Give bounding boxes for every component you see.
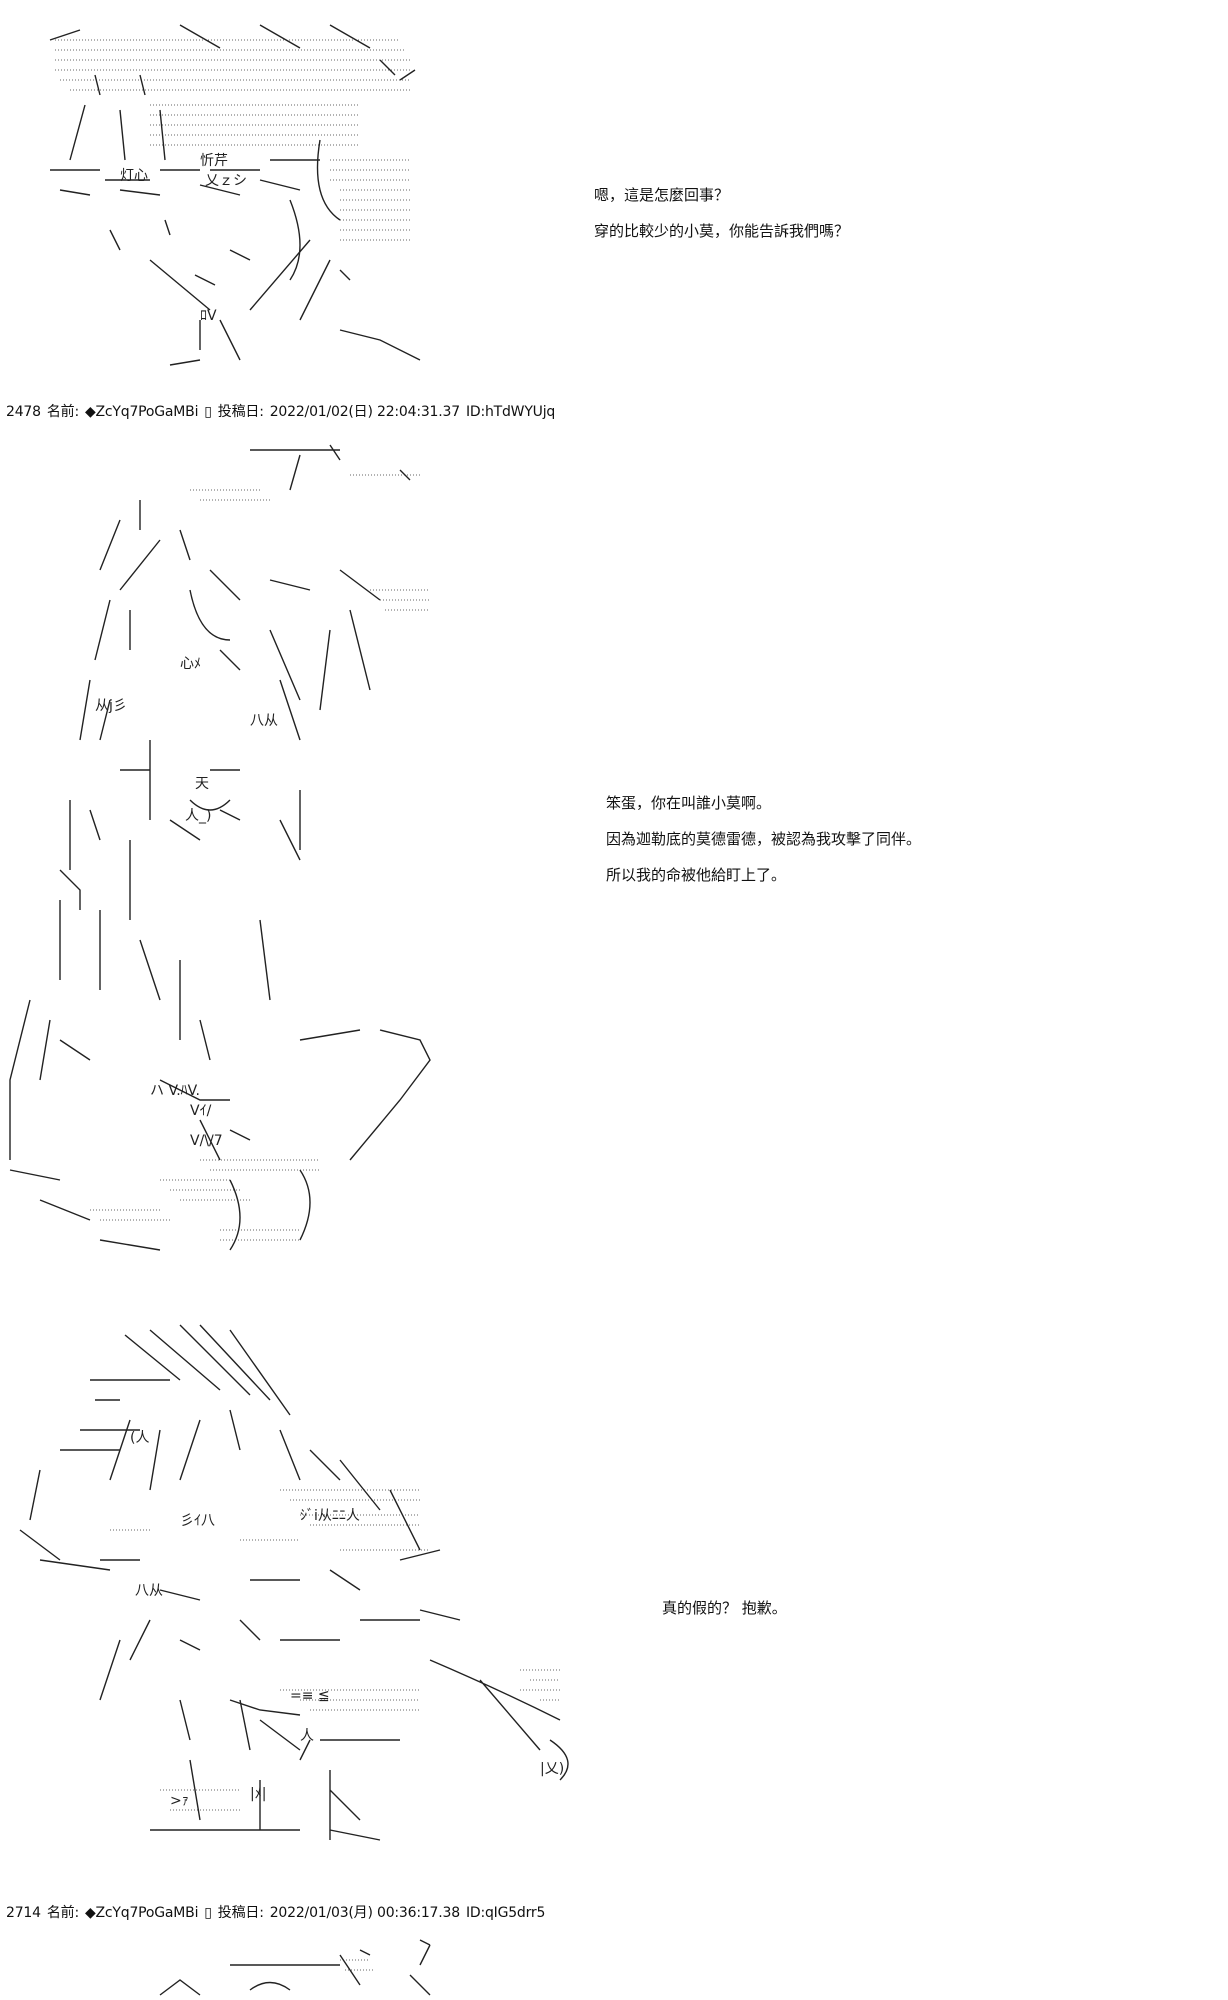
poster-name: ◆ZcYq7PoGaMBi	[84, 404, 199, 420]
dialog-line: 真的假的？ 抱歉。	[662, 1599, 787, 1617]
dialog-line: 因為迦勒底的莫德雷德，被認為我攻擊了同伴。	[606, 830, 922, 848]
svg-text:人_): 人_)	[185, 808, 211, 824]
post-id: ID:qIG5drr5	[465, 1905, 546, 1921]
post-id: ID:hTdWYUjq	[465, 404, 556, 420]
date-label: 投稿日:	[217, 1905, 264, 1921]
svg-text:灯心: 灯心	[120, 168, 148, 184]
name-label: 名前:	[46, 404, 79, 420]
svg-text:八从: 八从	[250, 713, 278, 729]
name-label: 名前:	[46, 1905, 79, 1921]
post-number: 2478	[6, 404, 41, 420]
poster-name: ◆ZcYq7PoGaMBi	[84, 1905, 199, 1921]
svg-text:|ﾒ|: |ﾒ|	[250, 1786, 266, 1802]
dialog-line: 嗯，這是怎麼回事？	[594, 186, 730, 204]
post-header: 2478 名前: ◆ZcYq7PoGaMBi ▯ 投稿日: 2022/01/02(日) 2…	[6, 401, 561, 421]
dialog-panel-1: 嗯，這是怎麼回事？ 穿的比較少的小莫，你能告訴我們嗎？	[594, 177, 849, 249]
svg-text:|乂): |乂)	[540, 1761, 564, 1777]
svg-text:从j彡: 从j彡	[95, 698, 127, 714]
post-date: 2022/01/02(日) 22:04:31.37	[269, 404, 460, 420]
dialog-line: 所以我的命被他給盯上了。	[606, 866, 787, 884]
svg-text:天: 天	[195, 776, 209, 792]
svg-text:ｼﾞi从ﾆﾆ人: ｼﾞi从ﾆﾆ人	[300, 1508, 360, 1524]
svg-text:(人: (人	[130, 1430, 149, 1446]
post-header: 2714 名前: ◆ZcYq7PoGaMBi ▯ 投稿日: 2022/01/03(月) 0…	[6, 1902, 551, 1922]
svg-text:V/\/7: V/\/7	[190, 1133, 223, 1149]
ascii-art-character-hat: 灯心 忻芹 乂ｚシ ﾛV	[0, 20, 460, 370]
svg-text:ハ V.ﾊV.: ハ V.ﾊV.	[150, 1083, 200, 1099]
dialog-panel-2: 笨蛋，你在叫誰小莫啊。 因為迦勒底的莫德雷德，被認為我攻擊了同伴。 所以我的命被…	[606, 785, 921, 893]
svg-text:人: 人	[300, 1728, 314, 1744]
box-glyph: ▯	[204, 404, 212, 420]
svg-text:忻芹: 忻芹	[200, 153, 228, 169]
svg-text:=≡ ≦: =≡ ≦	[290, 1688, 330, 1704]
box-glyph: ▯	[204, 1905, 212, 1921]
dialog-panel-3: 真的假的？ 抱歉。	[662, 1590, 787, 1626]
svg-text:ﾛV: ﾛV	[200, 308, 217, 324]
svg-text:乂ｚシ: 乂ｚシ	[205, 173, 247, 189]
ascii-art-character-armored: (人 彡ｲ八 ｼﾞi从ﾆﾆ人 八从 =≡ ≦ 人 |乂) >ｧ |ﾒ|	[0, 1320, 590, 1860]
svg-text:八从: 八从	[135, 1583, 163, 1599]
dialog-line: 笨蛋，你在叫誰小莫啊。	[606, 794, 772, 812]
dialog-line: 穿的比較少的小莫，你能告訴我們嗎？	[594, 222, 850, 240]
date-label: 投稿日:	[217, 404, 264, 420]
ascii-art-character-sitting: 天 心ﾒ 从j彡 八从 人_) ハ V.ﾊV. Vｲ/ V/\/7	[0, 440, 460, 1260]
svg-text:>ｧ: >ｧ	[170, 1793, 189, 1809]
svg-text:彡ｲ八: 彡ｲ八	[180, 1513, 215, 1529]
svg-text:心ﾒ: 心ﾒ	[180, 656, 201, 672]
post-number: 2714	[6, 1905, 41, 1921]
post-date: 2022/01/03(月) 00:36:17.38	[269, 1905, 460, 1921]
ascii-art-partial	[0, 1935, 460, 2000]
svg-text:Vｲ/: Vｲ/	[190, 1103, 212, 1119]
